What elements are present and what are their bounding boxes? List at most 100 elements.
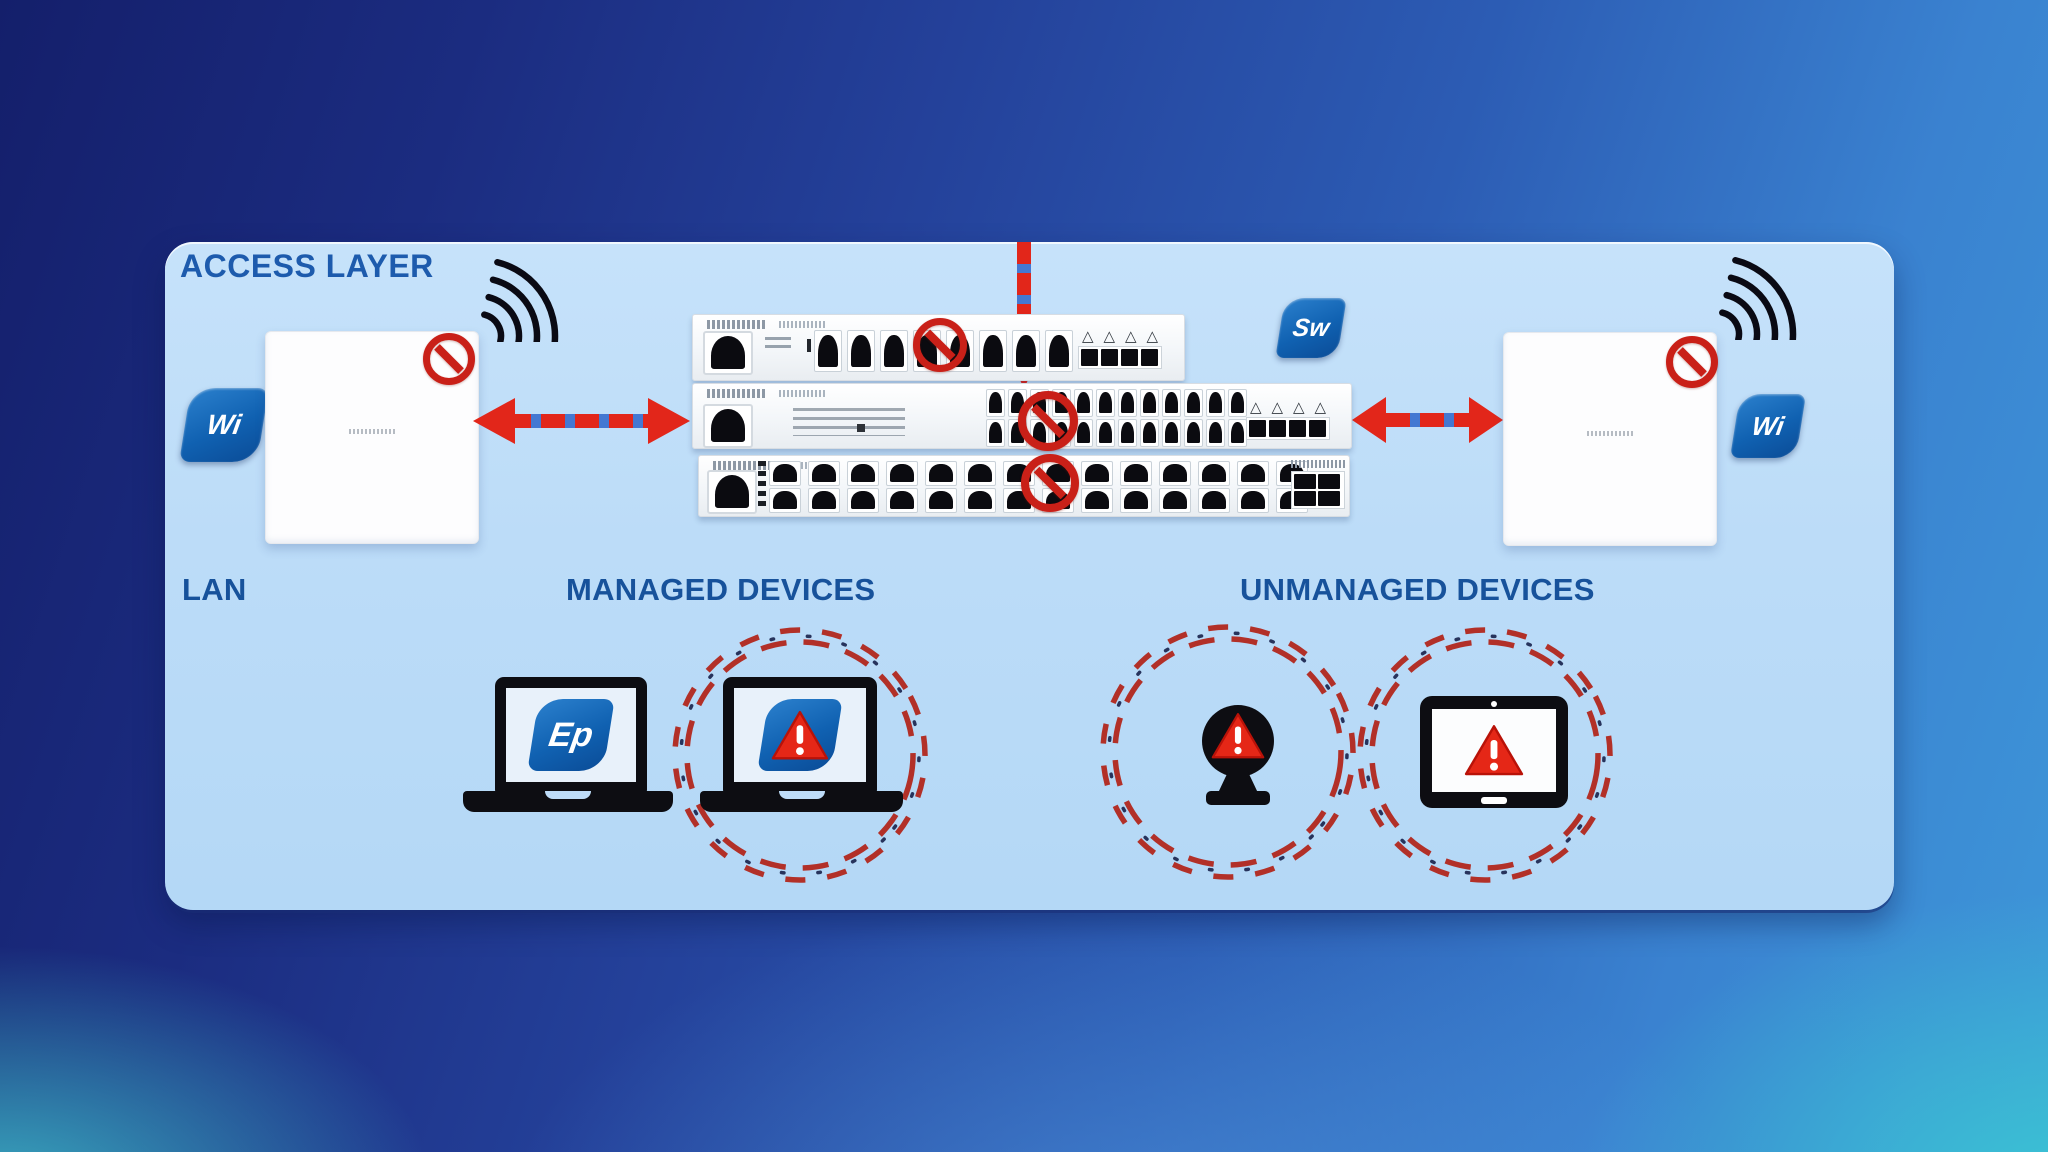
rj45-port <box>1162 419 1181 447</box>
warning-triangle-icon <box>1464 725 1524 776</box>
device-model-text <box>349 429 395 435</box>
uplink-port-icon <box>703 331 753 375</box>
rj45-port <box>808 488 840 513</box>
rj45-port <box>769 488 801 513</box>
rj45-port <box>847 330 875 372</box>
rj45-port <box>1074 389 1093 417</box>
access-layer-panel: ACCESS LAYER Wi <box>165 242 1894 910</box>
sfp-slot <box>1121 349 1138 366</box>
rj45-port <box>1081 461 1113 486</box>
rj45-port <box>1118 389 1137 417</box>
rj45-port <box>979 330 1007 372</box>
blocked-link-arrow-left <box>473 398 690 444</box>
sfp-markers: △ △ △ △ <box>1246 399 1330 417</box>
sfp-slot <box>1318 474 1340 489</box>
sfp-slot <box>1269 420 1286 437</box>
endpoint-badge: Ep <box>527 699 615 771</box>
tablet-camera-dot <box>1491 701 1497 707</box>
rj45-port <box>1228 419 1247 447</box>
sfp-slot <box>1141 349 1158 366</box>
rj45-port <box>1081 488 1113 513</box>
sfp-slots <box>1291 471 1345 509</box>
device-model-text <box>1587 430 1633 436</box>
tablet-home-button <box>1481 797 1507 804</box>
sfp-slot <box>1101 349 1118 366</box>
arrowhead-icon <box>648 398 690 444</box>
quarantine-circle-icon <box>1093 617 1363 887</box>
sfp-slot <box>1309 420 1326 437</box>
label-text <box>793 408 905 436</box>
rj45-port <box>886 488 918 513</box>
sfp-slot <box>1289 420 1306 437</box>
rj45-port <box>964 488 996 513</box>
blocked-icon <box>913 318 967 372</box>
dashed-link <box>507 414 656 428</box>
rj45-port <box>1237 461 1269 486</box>
arrowhead-icon <box>1352 397 1386 443</box>
rj45-port <box>1206 419 1225 447</box>
wireless-badge: Wi <box>1729 394 1807 458</box>
rj45-port <box>964 461 996 486</box>
laptop-screen <box>723 677 877 793</box>
dashed-link <box>1386 413 1469 427</box>
blocked-link-arrow-right <box>1352 397 1503 443</box>
rj45-port <box>1228 389 1247 417</box>
blocked-icon <box>1018 391 1078 451</box>
rj45-port <box>1118 419 1137 447</box>
camera-stand <box>1218 771 1258 793</box>
network-switch-bottom <box>698 455 1350 517</box>
lan-label: LAN <box>182 572 247 607</box>
sfp-marker-icon: △ <box>1250 399 1262 416</box>
rj45-port <box>925 461 957 486</box>
led-indicator <box>807 339 811 352</box>
sfp-label-text <box>1291 460 1345 468</box>
sfp-slot <box>1249 420 1266 437</box>
rj45-port <box>1184 419 1203 447</box>
rj45-port <box>1120 461 1152 486</box>
arrowhead-icon <box>1469 397 1503 443</box>
managed-laptop: Ep <box>463 677 673 813</box>
sfp-slot <box>1318 491 1340 506</box>
sfp-cage <box>1291 460 1345 509</box>
managed-devices-label: MANAGED DEVICES <box>566 572 876 607</box>
wifi-signal-icon <box>471 242 589 358</box>
label-text <box>765 337 791 351</box>
sfp-slots <box>1246 417 1330 440</box>
rj45-port <box>769 461 801 486</box>
rj45-port <box>1184 389 1203 417</box>
quarantine-circle-icon <box>1350 620 1620 890</box>
sfp-marker-icon: △ <box>1271 399 1284 416</box>
rj45-port <box>1198 488 1230 513</box>
rj45-port <box>1162 389 1181 417</box>
laptop-base <box>700 791 903 812</box>
unmanaged-camera <box>1202 705 1274 809</box>
laptop-screen: Ep <box>495 677 647 793</box>
rj45-port <box>808 461 840 486</box>
rj45-port <box>1096 389 1115 417</box>
sfp-marker-icon: △ <box>1103 328 1116 345</box>
led-column <box>758 461 766 509</box>
sfp-cage: △ △ △ △ <box>1246 399 1330 440</box>
endpoint-alert-badge <box>757 699 843 771</box>
unmanaged-devices-label: UNMANAGED DEVICES <box>1240 572 1595 607</box>
rj45-port <box>1237 488 1269 513</box>
rj45-port <box>847 488 879 513</box>
sfp-marker-icon: △ <box>1124 328 1137 345</box>
sfp-marker-icon: △ <box>1314 399 1326 416</box>
sfp-slot <box>1294 491 1316 506</box>
warning-triangle-icon <box>771 710 829 760</box>
rj45-port <box>986 419 1005 447</box>
sfp-marker-icon: △ <box>1082 328 1094 345</box>
rj45-port <box>1140 389 1159 417</box>
endpoint-badge-label: Ep <box>546 715 596 754</box>
quarantine-circle-icon <box>665 620 935 890</box>
sfp-marker-icon: △ <box>1292 399 1305 416</box>
rj45-port <box>1096 419 1115 447</box>
warning-triangle-icon <box>1211 713 1265 759</box>
rj45-port <box>880 330 908 372</box>
rj45-port <box>1140 419 1159 447</box>
rj45-port <box>925 488 957 513</box>
camera-base <box>1206 791 1270 805</box>
rj45-port <box>1159 488 1191 513</box>
